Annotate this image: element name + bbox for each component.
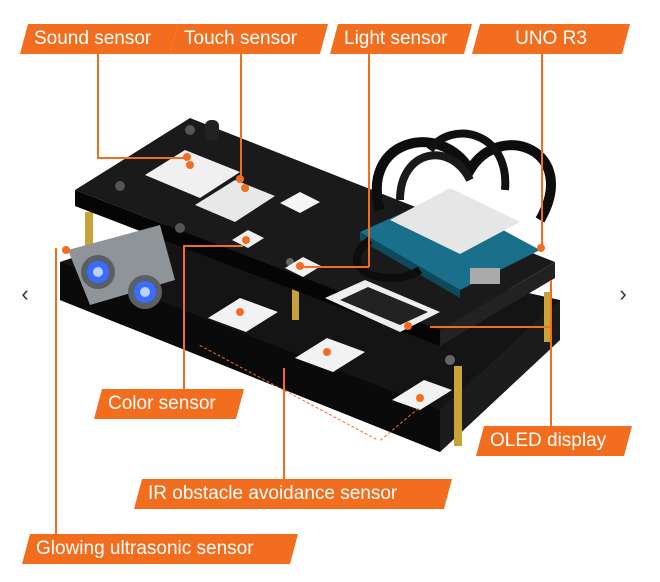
oled-dot bbox=[404, 322, 412, 330]
color-sensor-leader-h bbox=[183, 245, 243, 247]
touch-sensor-dot bbox=[236, 175, 244, 183]
ultrasonic-dot bbox=[62, 246, 70, 254]
uno-leader bbox=[541, 52, 543, 248]
label-uno-r3: UNO R3 bbox=[472, 24, 630, 54]
label-ir-obstacle-sensor: IR obstacle avoidance sensor bbox=[134, 479, 452, 509]
label-sound-sensor: Sound sensor bbox=[20, 24, 178, 54]
sound-sensor-dot bbox=[183, 153, 191, 161]
uno-dot bbox=[537, 244, 545, 252]
chevron-right-icon[interactable]: › bbox=[619, 281, 627, 306]
light-sensor-leader-h bbox=[300, 266, 369, 268]
label-touch-sensor: Touch sensor bbox=[170, 24, 328, 54]
label-ultrasonic-sensor: Glowing ultrasonic sensor bbox=[22, 534, 298, 564]
ultrasonic-leader bbox=[55, 248, 57, 538]
label-color-sensor: Color sensor bbox=[94, 389, 244, 419]
label-light-sensor: Light sensor bbox=[330, 24, 472, 54]
sound-sensor-leader-h bbox=[97, 157, 187, 159]
oled-leader bbox=[550, 280, 552, 426]
color-sensor-dot bbox=[242, 236, 250, 244]
label-oled-display: OLED display bbox=[476, 426, 632, 456]
oled-leader-h bbox=[430, 326, 551, 328]
ir-leader bbox=[283, 368, 285, 480]
color-sensor-leader bbox=[183, 246, 185, 390]
touch-sensor-leader bbox=[240, 52, 242, 180]
chevron-left-icon[interactable]: ‹ bbox=[21, 281, 29, 306]
sound-sensor-leader bbox=[97, 52, 99, 158]
light-sensor-dot bbox=[296, 262, 304, 270]
light-sensor-leader bbox=[368, 52, 370, 267]
